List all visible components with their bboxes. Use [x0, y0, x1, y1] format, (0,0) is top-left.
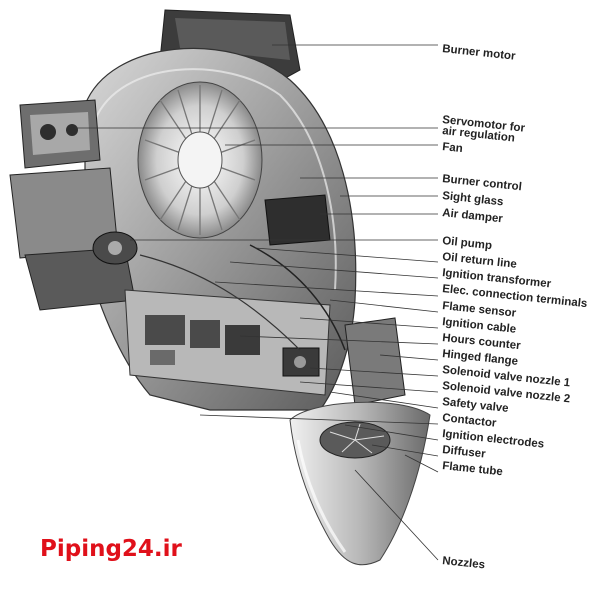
label-contactor: Contactor: [442, 412, 498, 430]
label-burner-motor: Burner motor: [442, 43, 517, 63]
oil-pump: [92, 231, 138, 265]
control-compartment: [124, 289, 331, 396]
solenoid-valves: [282, 347, 320, 377]
label-sight-glass: Sight glass: [442, 190, 504, 208]
label-fan: Fan: [442, 141, 464, 155]
servomotor: [19, 99, 101, 169]
callout-labels: Burner motor Servomotor for air regulati…: [442, 43, 588, 571]
label-air-damper: Air damper: [442, 207, 504, 225]
fan: [137, 81, 263, 239]
hinged-flange: [344, 317, 406, 406]
label-nozzles: Nozzles: [442, 555, 486, 571]
burner-illustration: [9, 9, 431, 566]
label-oil-pump: Oil pump: [442, 235, 493, 252]
burner-control: [264, 194, 331, 246]
flame-tube: [289, 401, 431, 566]
label-diffuser: Diffuser: [442, 444, 487, 461]
leader-lines: [75, 44, 439, 561]
brand-watermark: Piping24.ir: [40, 536, 183, 562]
diffuser: [329, 423, 385, 454]
label-flame-tube: Flame tube: [442, 460, 504, 478]
